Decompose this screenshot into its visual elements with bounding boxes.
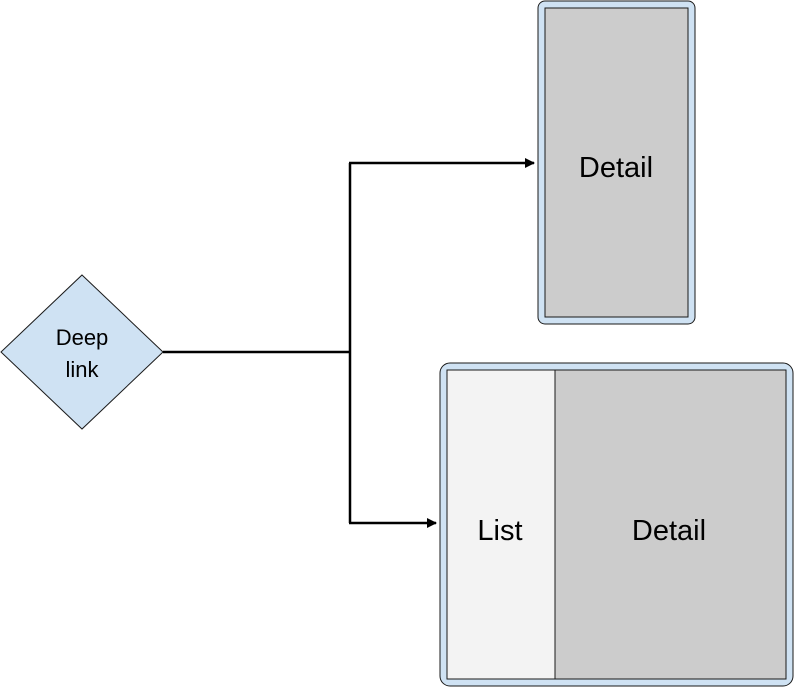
- deep-link-diamond: [0, 274, 164, 430]
- deep-link-label-line1: Deep: [56, 325, 109, 350]
- deep-link-node: Deep link: [0, 274, 164, 430]
- tablet-detail-pane: [554, 369, 787, 680]
- connectors: [163, 158, 535, 528]
- tablet-detail-label: Detail: [632, 515, 706, 547]
- phone-detail-label: Detail: [579, 152, 653, 184]
- deep-link-label-line2: link: [65, 357, 99, 382]
- tablet-list-pane: [446, 369, 556, 680]
- phone-detail-pane: [544, 7, 689, 318]
- tablet-list-label: List: [477, 515, 522, 547]
- tablet-device: List Detail: [439, 362, 794, 687]
- phone-device: Detail: [537, 0, 696, 325]
